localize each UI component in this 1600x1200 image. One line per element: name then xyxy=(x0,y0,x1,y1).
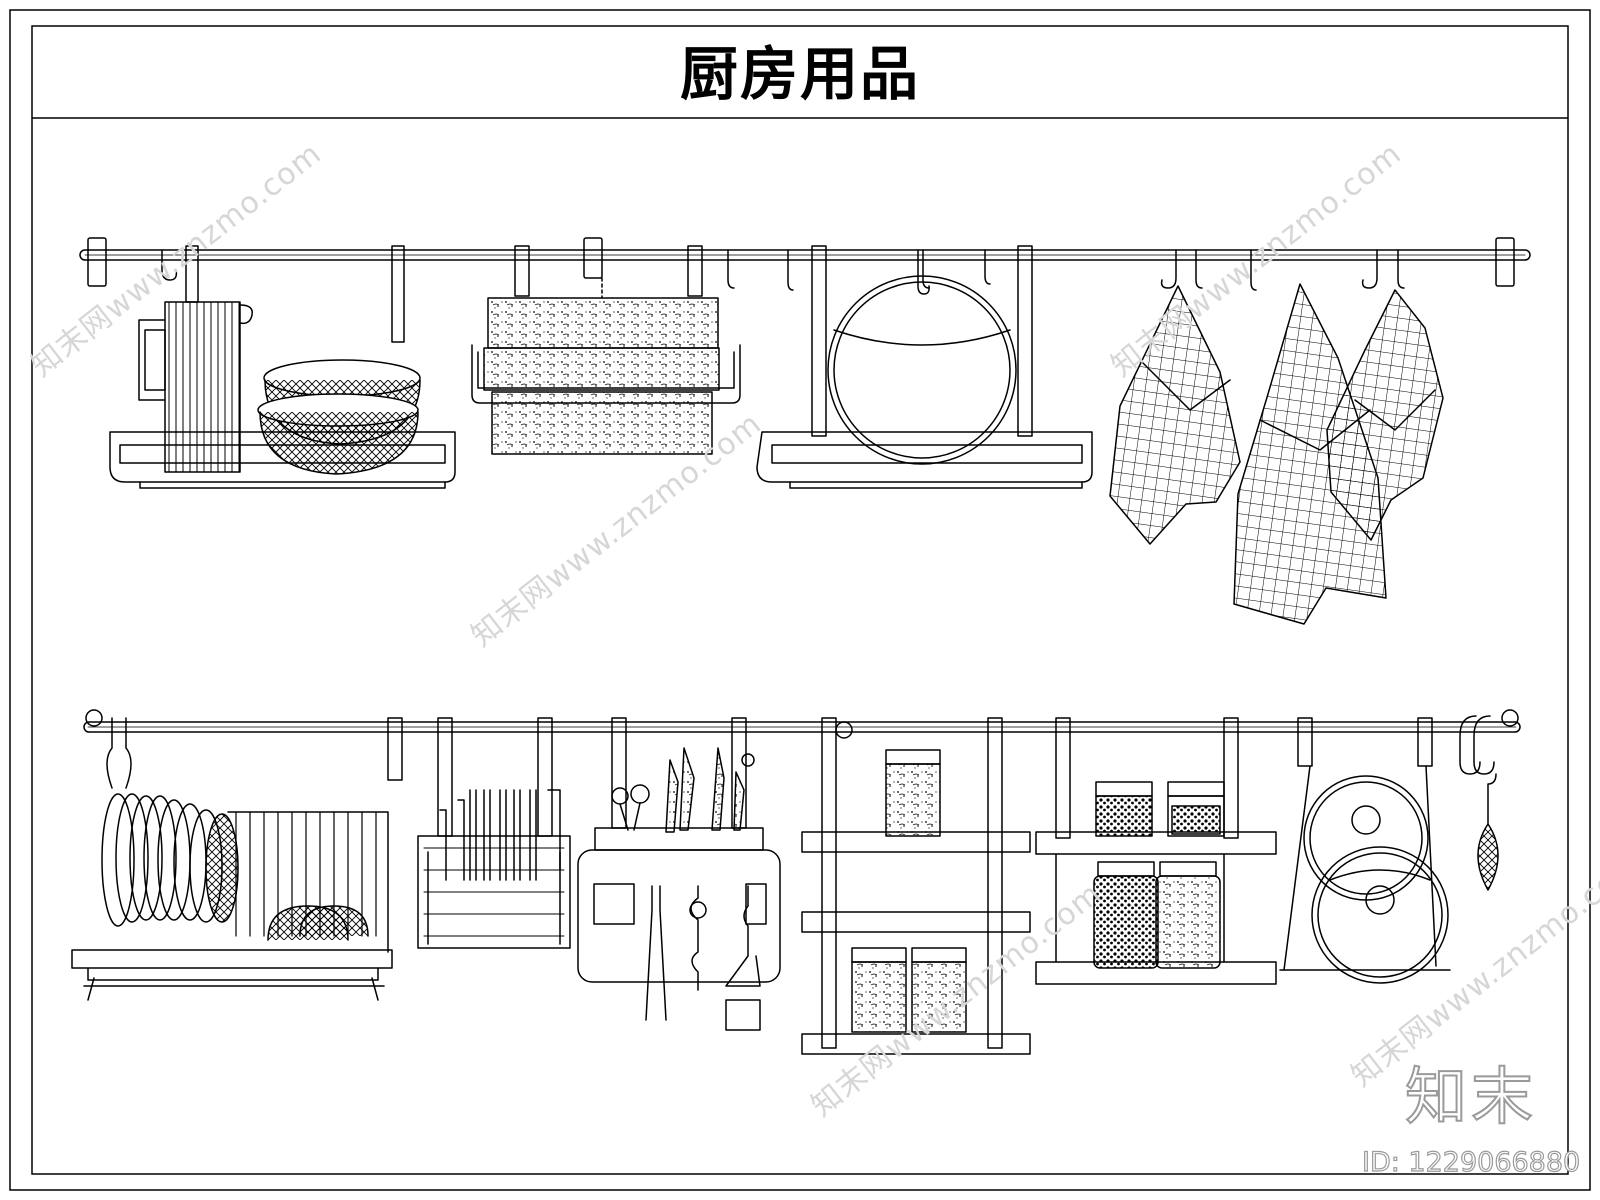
spice-jar-shelf xyxy=(1035,717,1277,985)
upper-hooks xyxy=(161,249,1405,291)
upper-rail xyxy=(79,237,1531,287)
round-board-rack xyxy=(756,245,1093,489)
jar-shelf xyxy=(801,717,1031,1055)
cutting-boards xyxy=(471,245,741,455)
hanging-strainer xyxy=(1459,715,1499,891)
chopstick-holder xyxy=(417,717,571,949)
outer-frame xyxy=(9,9,1591,1191)
inner-frame xyxy=(31,25,1569,1175)
tea-towels xyxy=(1109,283,1444,625)
id-label: ID: 1229066880 xyxy=(1361,1146,1581,1178)
lower-rail xyxy=(83,709,1521,739)
pitcher-and-bowls-shelf xyxy=(109,245,456,489)
dish-rack xyxy=(71,717,403,1001)
pot-lid-rack xyxy=(1279,717,1451,984)
knife-block xyxy=(577,717,781,1031)
page-title: 厨房用品 xyxy=(679,40,920,108)
logo-watermark: 知末 xyxy=(1404,1060,1538,1133)
